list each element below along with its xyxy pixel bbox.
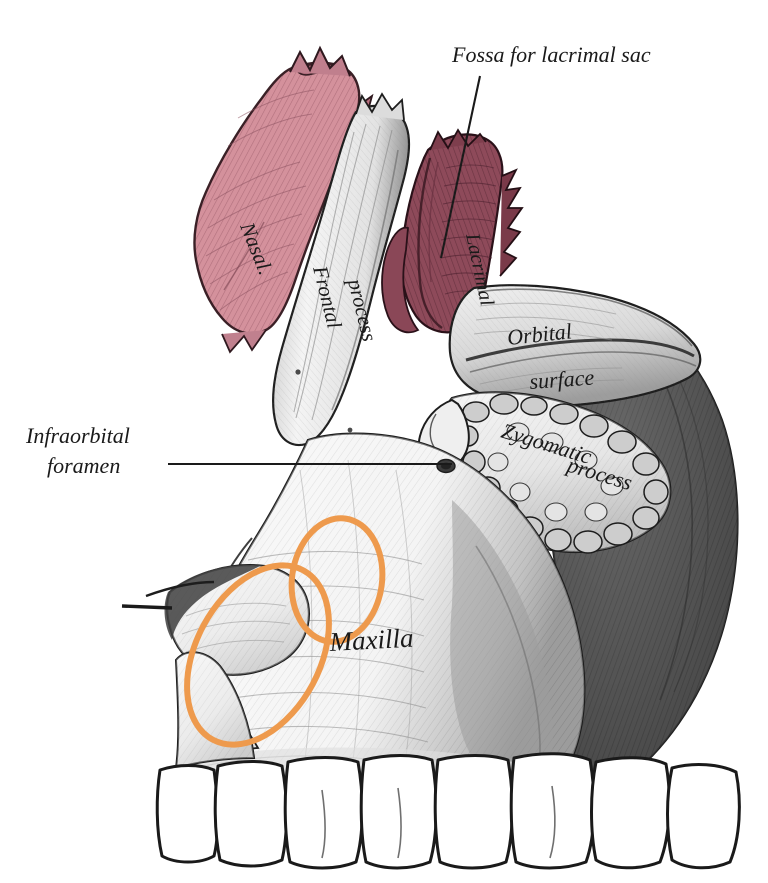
label-orbital-surface: surface bbox=[529, 365, 596, 394]
callout-infraorbital-foramen-line1: Infraorbital bbox=[25, 423, 130, 448]
leader-anterior-nasal-spine bbox=[121, 604, 173, 610]
tooth bbox=[590, 756, 671, 870]
frontal-process bbox=[272, 92, 411, 447]
tooth bbox=[433, 754, 514, 870]
alveolar-process-left bbox=[174, 651, 256, 770]
tooth bbox=[213, 760, 288, 868]
leader-fossa-for-lacrimal-sac bbox=[439, 75, 482, 259]
annotation-ellipses[interactable] bbox=[158, 512, 390, 769]
tooth bbox=[359, 754, 438, 870]
tooth bbox=[155, 764, 220, 864]
callout-fossa-for-lacrimal-sac: Fossa for lacrimal sac bbox=[451, 42, 651, 67]
tooth bbox=[666, 763, 741, 870]
callout-infraorbital-foramen-line2: foramen bbox=[47, 453, 120, 478]
tooth bbox=[509, 752, 596, 870]
teeth-row bbox=[155, 752, 741, 870]
annotation-ellipse-lower[interactable] bbox=[158, 541, 358, 769]
lacrimal-bone bbox=[381, 128, 524, 334]
label-maxilla: Maxilla bbox=[328, 623, 414, 657]
orbital-surface bbox=[448, 284, 702, 407]
leader-lines bbox=[121, 75, 482, 610]
